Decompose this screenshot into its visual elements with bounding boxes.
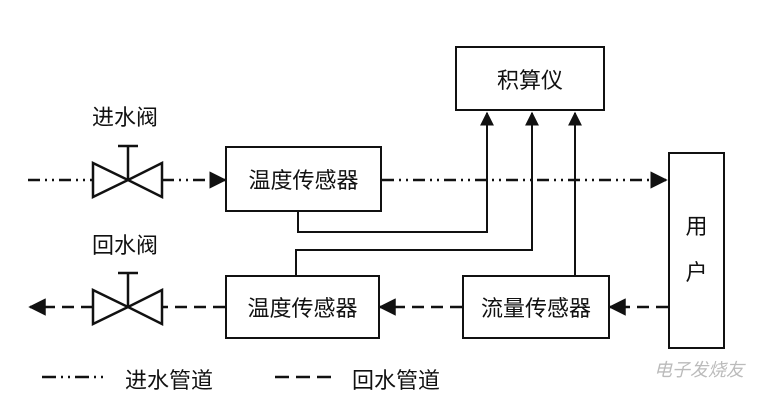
inlet-valve-label: 进水阀 (92, 106, 159, 131)
flow-sensor-label: 流量传感器 (480, 297, 591, 322)
signal-line-return-temp (295, 111, 539, 275)
legend-return-label: 回水管道 (352, 369, 441, 394)
signal-line-supply-temp (297, 111, 494, 233)
watermark-logo: 电子发烧友 (654, 360, 744, 381)
flow-sensor-box: 流量传感器 (462, 275, 610, 339)
user-box: 用 户 (668, 152, 725, 349)
legend-supply-label: 进水管道 (125, 369, 214, 394)
user-label-1: 用 (685, 214, 708, 240)
return-temperature-sensor-box: 温度传感器 (225, 275, 380, 339)
supply-temperature-sensor-label: 温度传感器 (248, 169, 359, 194)
user-label-2: 户 (685, 260, 708, 286)
integrator-label: 积算仪 (496, 68, 563, 94)
integrator-box: 积算仪 (455, 46, 605, 111)
return-valve-label: 回水阀 (92, 234, 159, 259)
inlet-valve-icon (91, 144, 164, 200)
supply-temperature-sensor-box: 温度传感器 (225, 146, 382, 212)
return-valve-icon (91, 271, 164, 327)
return-temperature-sensor-label: 温度传感器 (247, 297, 358, 322)
